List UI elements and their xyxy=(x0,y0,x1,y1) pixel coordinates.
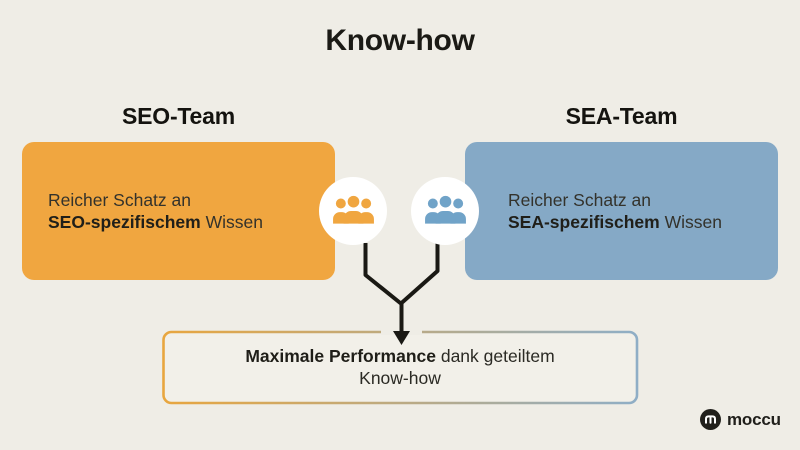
moccu-logo-text: moccu xyxy=(727,409,781,429)
moccu-logo: moccu xyxy=(700,409,781,430)
people-group-icon xyxy=(424,195,466,224)
connector-right-line xyxy=(400,243,440,305)
people-group-icon xyxy=(332,195,374,224)
connector-arrowhead-icon xyxy=(393,331,410,345)
sea-team-avatar xyxy=(411,177,479,245)
moccu-logo-icon xyxy=(700,409,721,430)
sea-team-heading: SEA-Team xyxy=(565,103,678,129)
seo-team-avatar xyxy=(319,177,387,245)
page-title: Know-how xyxy=(325,24,475,57)
connector-left-line xyxy=(363,243,403,306)
seo-team-heading: SEO-Team xyxy=(121,103,235,129)
